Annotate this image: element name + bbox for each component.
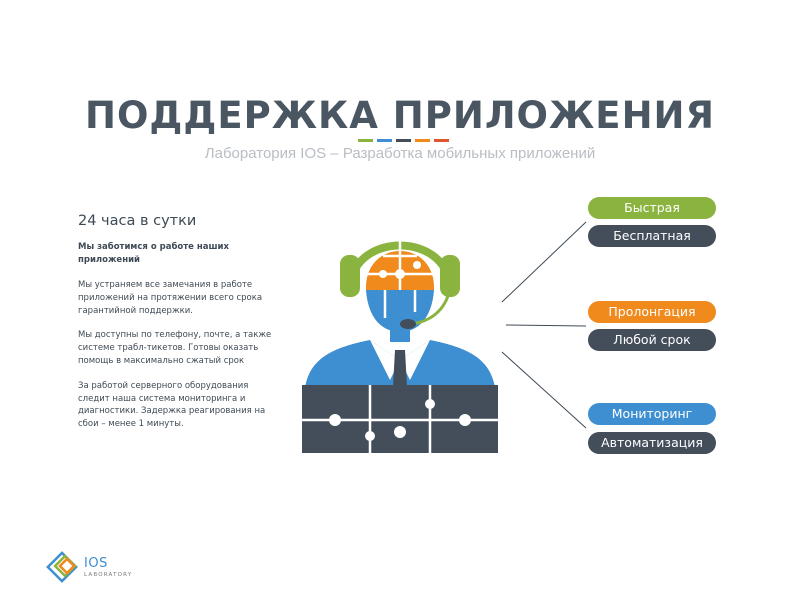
support-operator-illustration	[302, 240, 498, 453]
feature-3-top-pill: Мониторинг	[588, 403, 716, 425]
description-paragraph-2: Мы доступны по телефону, почте, а также …	[78, 330, 272, 366]
title-bar-segment-dark	[396, 139, 411, 142]
page-title: ПОДДЕРЖКА ПРИЛОЖЕНИЯ	[85, 94, 715, 137]
feature-2-top-pill: Пролонгация	[588, 301, 716, 323]
description-paragraph-3: За работой серверного оборудования следи…	[78, 380, 266, 430]
title-bar-segment-green	[358, 139, 373, 142]
logo-name: IOS	[84, 556, 108, 571]
headset-right-ear-icon	[440, 255, 460, 297]
headset-left-ear-icon	[340, 255, 360, 297]
title-color-bar	[358, 139, 449, 142]
description-paragraph-1: Мы устраняем все замечания в работе прил…	[78, 280, 263, 316]
description-column: 24 часа в сутки Мы заботимся о работе на…	[78, 213, 278, 443]
title-bar-segment-orange	[415, 139, 430, 142]
microphone-icon	[400, 319, 416, 329]
logo-tagline: LABORATORY	[84, 572, 133, 578]
head-face-blue	[366, 290, 434, 332]
feature-3-bottom-pill: Автоматизация	[588, 432, 716, 454]
ios-laboratory-logo-icon	[46, 551, 78, 583]
feature-1-bottom-pill: Бесплатная	[588, 225, 716, 247]
title-bar-segment-red	[434, 139, 449, 142]
feature-2-bottom-pill: Любой срок	[588, 329, 716, 351]
feature-1-top-pill: Быстрая	[588, 197, 716, 219]
page-subtitle: Лаборатория IOS – Разработка мобильных п…	[204, 145, 596, 162]
description-heading: 24 часа в сутки	[78, 213, 197, 229]
title-bar-segment-blue	[377, 139, 392, 142]
description-lead: Мы заботимся о работе наших приложений	[78, 242, 229, 265]
